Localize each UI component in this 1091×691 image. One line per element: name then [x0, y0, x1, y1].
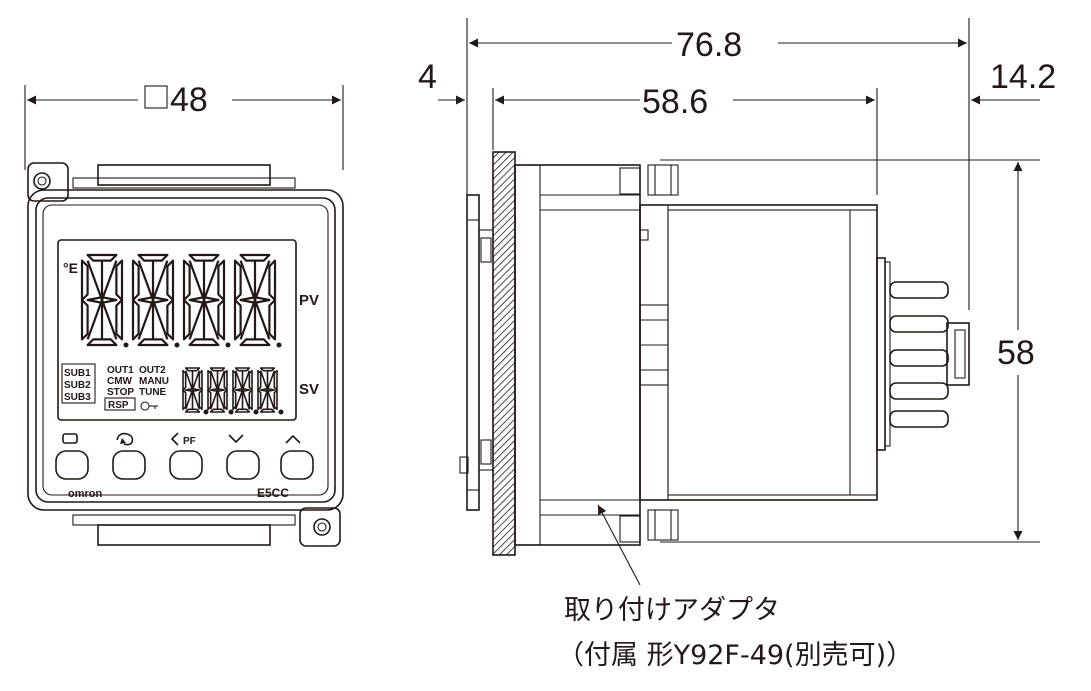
pv-digit	[233, 253, 282, 348]
total-depth-dimension: 76.8	[676, 26, 742, 64]
bottom-clip	[97, 524, 271, 546]
screw-hole-icon	[313, 518, 331, 536]
mounting-ear	[27, 162, 69, 202]
sv-digit	[182, 367, 209, 415]
lcd-window	[57, 239, 297, 421]
pf-key-icon: PF	[170, 432, 196, 447]
sv-label: SV	[299, 381, 319, 398]
height-dimension: 58	[997, 334, 1035, 372]
terminal-depth-dimension: 14.2	[990, 58, 1056, 96]
sub-indicator-block	[61, 363, 96, 404]
rsp-label: RSP	[108, 400, 129, 411]
rsp-box	[104, 397, 136, 411]
model-label: E5CC	[257, 486, 289, 500]
stop-label: STOP	[107, 387, 134, 398]
terminal-block	[876, 257, 886, 451]
mode-key-button[interactable]	[112, 450, 146, 480]
screw-hole-icon	[33, 172, 51, 190]
top-clip	[97, 164, 271, 186]
sv-digit	[207, 367, 234, 415]
sub1-label: SUB1	[64, 368, 91, 379]
level-key-icon	[62, 433, 78, 444]
mode-key-icon	[116, 432, 134, 446]
clip-bolt	[647, 509, 679, 541]
mounting-adapter	[514, 164, 641, 546]
side-view: 76.8 4 58.6 14.2 58	[418, 18, 1056, 586]
controller-body	[639, 204, 878, 501]
sub2-label: SUB2	[64, 380, 91, 391]
body-depth-dimension: 58.6	[642, 83, 708, 121]
bottom-clip-rail	[72, 514, 296, 526]
adapter-callout-line2: （付属 形Y92F-49(別売可)）	[557, 640, 913, 671]
callout-leader	[597, 504, 641, 586]
pv-digit	[80, 253, 129, 348]
manu-label: MANU	[139, 376, 169, 387]
square-symbol-icon	[144, 85, 168, 109]
top-clip-rail	[72, 177, 296, 189]
down-arrow-icon	[228, 434, 244, 444]
front-panel	[35, 197, 336, 503]
out1-label: OUT1	[107, 365, 134, 376]
terminal-cover	[946, 322, 970, 386]
front-bezel	[27, 189, 344, 511]
down-key-button[interactable]	[226, 450, 260, 480]
mounting-ear	[299, 507, 341, 547]
brand-logo: omron	[68, 488, 103, 500]
out2-label: OUT2	[139, 365, 166, 376]
bezel-side	[466, 194, 480, 511]
bezel-step	[478, 229, 494, 471]
sv-digit	[232, 367, 259, 415]
pv-digit	[131, 253, 180, 348]
pv-label: PV	[299, 292, 319, 309]
sv-digit	[257, 367, 284, 415]
panel-thickness-dimension: 4	[418, 58, 437, 96]
cmw-label: CMW	[107, 376, 133, 387]
temp-unit-icon: °E	[63, 260, 78, 276]
up-key-button[interactable]	[280, 450, 314, 480]
tune-label: TUNE	[139, 387, 167, 398]
up-arrow-icon	[285, 434, 301, 444]
clip-bolt	[647, 164, 679, 196]
front-width-dimension: 48	[170, 81, 208, 119]
pv-display	[80, 253, 282, 348]
sub3-label: SUB3	[64, 392, 91, 403]
svg-text:PF: PF	[183, 436, 196, 447]
key-icon	[140, 401, 158, 411]
terminal-pins	[889, 281, 949, 428]
pf-key-button[interactable]	[169, 450, 203, 480]
front-view: 48 °E PV SV SUB1 SUB2 SUB3 OUT1	[24, 81, 344, 547]
sv-display	[182, 367, 284, 415]
level-key-button[interactable]	[55, 450, 89, 480]
adapter-callout-line1: 取り付けアダプタ	[564, 595, 780, 626]
mounting-panel	[492, 151, 516, 556]
pv-digit	[182, 253, 231, 348]
front-panel-inner	[42, 204, 329, 496]
